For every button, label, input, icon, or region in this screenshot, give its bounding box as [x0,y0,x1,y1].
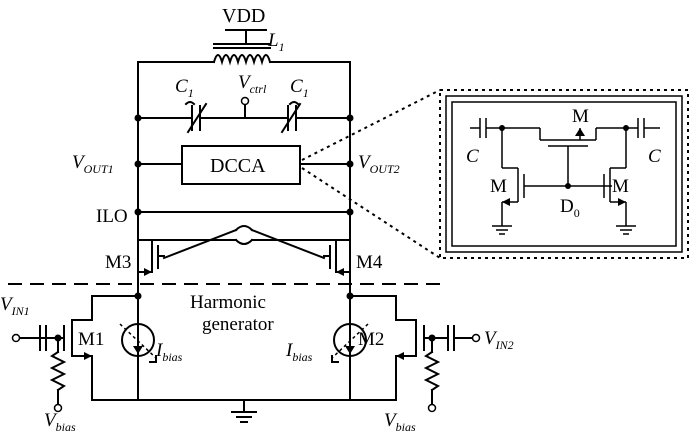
m2-label: M2 [358,329,384,350]
transistor-m3: M3 [105,239,165,276]
inset-c-right-label: C [648,146,661,167]
l1-label: L1 [267,30,285,54]
transistor-m2: M2 [358,319,481,413]
transistor-m4: M4 [323,239,383,276]
harmonic-label-line1: Harmonic [190,292,266,313]
inset-d0-label: D0 [560,196,580,220]
varactor-c1-right: C1 [280,76,351,134]
transistor-m1: M1 [11,319,104,413]
inset-c-left-label: C [466,146,479,167]
vout1-label: VOUT1 [72,152,114,176]
harmonic-label-line2: generator [202,314,274,335]
vdd-supply: VDD [222,5,267,45]
c1-right-label: C1 [290,76,309,100]
dcca-label: DCCA [210,155,266,177]
ilo-label: ILO [96,206,128,227]
m4-label: M4 [356,252,383,273]
dcca-inset: C C M M M D0 [439,89,689,259]
vdd-label: VDD [222,5,265,27]
vctrl-label: Vctrl [238,72,267,96]
ibias-right-label: Ibias [285,340,313,364]
inductor-l1: L1 [212,30,285,66]
vout2-label: VOUT2 [358,152,400,176]
inset-m-right-label: M [612,176,629,197]
vctrl-node: Vctrl [238,72,267,119]
vbias-left-label: Vbias [44,410,76,434]
varactor-c1-left: C1 [137,76,208,134]
inset-m-top-label: M [572,106,589,127]
ground-symbol [231,399,257,423]
m3-label: M3 [105,252,131,273]
inset-m-left-label: M [490,176,507,197]
vin2-label: VIN2 [484,328,514,352]
ibias-left-label: Ibias [155,340,183,364]
m1-label: M1 [78,329,104,350]
current-source-right: Ibias [285,323,369,401]
dcca-block: DCCA [137,145,351,185]
current-source-left: Ibias [119,323,183,401]
c1-left-label: C1 [175,76,194,100]
vin1-label: VIN1 [0,294,30,318]
vbias-right-label: Vbias [384,410,416,434]
